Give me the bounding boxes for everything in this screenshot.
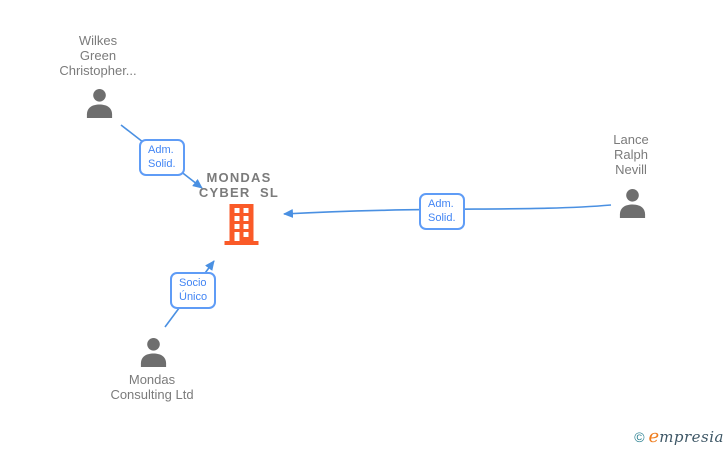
brand-initial: e — [648, 426, 660, 447]
person-label-wilkes[interactable]: Wilkes Green Christopher... — [59, 33, 137, 78]
edge-lance-to-company — [283, 204, 612, 219]
person-label-mondas-consulting[interactable]: Mondas Consulting Ltd — [110, 372, 194, 402]
building-icon[interactable] — [223, 204, 260, 245]
edge-label-adm-solid-wilkes: Adm. Solid. — [139, 139, 185, 176]
edge-label-socio-unico: Socio Único — [170, 272, 217, 309]
person-icon-wilkes[interactable] — [84, 88, 115, 119]
empresia-watermark: ©empresia — [634, 426, 724, 447]
person-icon-mondas-consulting[interactable] — [138, 337, 169, 368]
person-icon-lance[interactable] — [617, 188, 648, 219]
copyright-icon: © — [634, 429, 645, 445]
edge-label-adm-solid-lance: Adm. Solid. — [419, 193, 465, 230]
company-name-label[interactable]: MONDAS CYBER SL — [198, 170, 280, 200]
person-label-lance[interactable]: Lance Ralph Nevill — [613, 132, 649, 177]
brand-name: mpresia — [659, 428, 724, 446]
